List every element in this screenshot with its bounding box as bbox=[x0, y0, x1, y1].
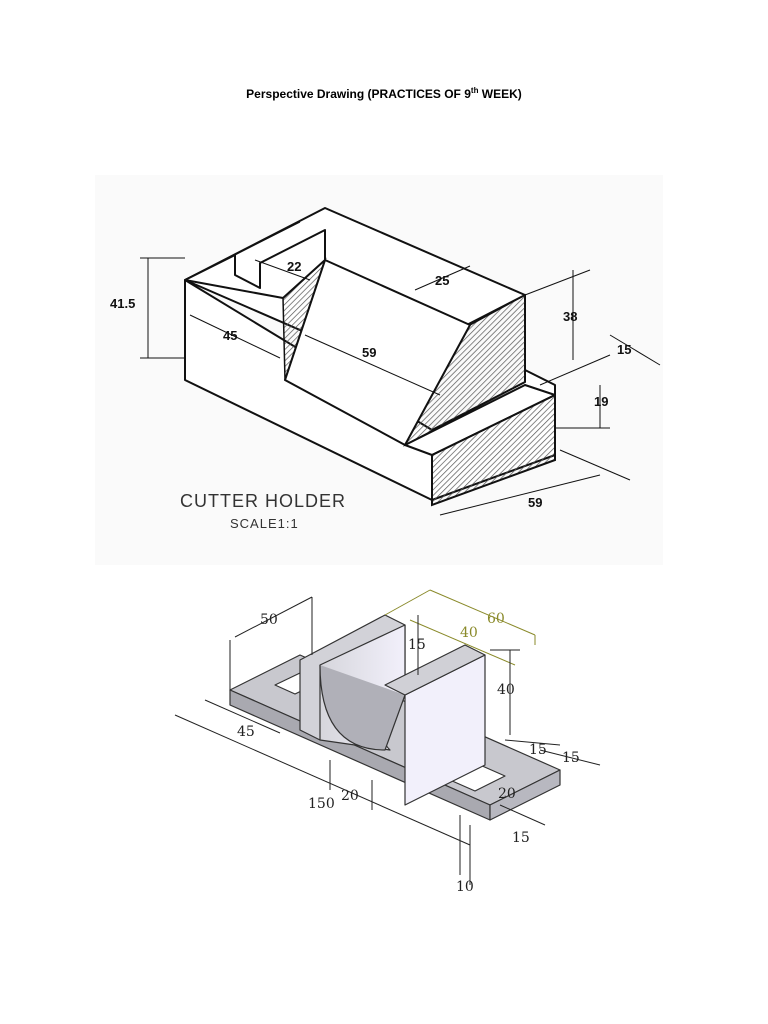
figure-scale: SCALE1:1 bbox=[230, 516, 299, 531]
dim-59-base: 59 bbox=[528, 495, 542, 510]
dim-45: 45 bbox=[237, 724, 255, 740]
dim-20-slot: 20 bbox=[498, 786, 516, 802]
dim-20-wall: 20 bbox=[341, 788, 359, 804]
dim-15-radius: 15 bbox=[408, 637, 426, 653]
bracket-body bbox=[229, 614, 561, 821]
dim-38: 38 bbox=[563, 309, 577, 324]
cutter-holder-dimensions: 41.5 45 22 25 59 38 15 19 59 bbox=[110, 257, 661, 516]
dim-15-edge: 15 bbox=[512, 830, 530, 846]
cutter-holder-body bbox=[184, 207, 556, 507]
dim-59-top: 59 bbox=[362, 345, 376, 360]
dim-19: 19 bbox=[594, 394, 608, 409]
bracket-dimension-labels: 50 60 40 15 40 45 15 15 20 150 20 15 10 bbox=[237, 611, 580, 895]
bracket-drawing: 50 60 40 15 40 45 15 15 20 150 20 15 10 bbox=[174, 589, 601, 895]
dim-15-slot-a: 15 bbox=[529, 742, 547, 758]
figure-caption: CUTTER HOLDER bbox=[180, 491, 346, 511]
dim-15: 15 bbox=[617, 342, 631, 357]
dim-41-5: 41.5 bbox=[110, 296, 135, 311]
dim-40-height: 40 bbox=[497, 682, 515, 698]
bracket-dimensions bbox=[174, 589, 601, 885]
dim-22: 22 bbox=[287, 259, 301, 274]
dim-25: 25 bbox=[435, 273, 449, 288]
cutter-holder-drawing: 41.5 45 22 25 59 38 15 19 59 CUTTER HOLD… bbox=[95, 175, 663, 565]
dim-60: 60 bbox=[487, 611, 505, 627]
dim-45: 45 bbox=[223, 328, 237, 343]
dim-50: 50 bbox=[260, 612, 278, 628]
dim-15-slot-b: 15 bbox=[562, 750, 580, 766]
dim-40-depth: 40 bbox=[460, 625, 478, 641]
dim-10: 10 bbox=[456, 879, 474, 895]
dim-150: 150 bbox=[308, 796, 335, 812]
page-title: Perspective Drawing (PRACTICES OF 9th WE… bbox=[246, 86, 522, 101]
